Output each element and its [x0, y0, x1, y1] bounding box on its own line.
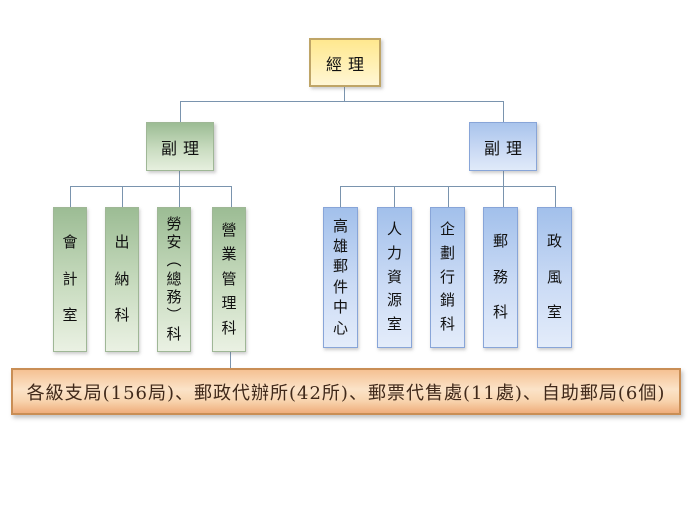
deputy-right-label: 副理 — [483, 138, 528, 158]
dept-label: 高雄郵件中心 — [332, 216, 348, 337]
connector-left-horizontal — [70, 186, 231, 187]
connector-right-drop-5 — [555, 186, 556, 207]
dept-label: 企劃行銷科 — [439, 220, 455, 334]
connector-deputy-right-drop — [503, 101, 504, 122]
manager-label: 經理 — [325, 54, 370, 74]
footer-branches-box: 各級支局(156局)、郵政代辦所(42所)、郵票代售處(11處)、自助郵局(6個… — [11, 368, 681, 415]
dept-cashier-section-box: 出納科 — [105, 207, 139, 352]
deputy-left-box: 副理 — [146, 122, 214, 171]
dept-label: 人力資源室 — [386, 220, 402, 334]
connector-root-stem — [344, 87, 345, 101]
dept-planning-marketing-section-box: 企劃行銷科 — [430, 207, 465, 348]
connector-right-drop-1 — [340, 186, 341, 207]
dept-label: 營業管理科 — [221, 220, 237, 337]
connector-deputy-right-stem — [503, 171, 504, 207]
manager-box: 經理 — [309, 38, 381, 87]
dept-label: 勞安︵總務︶科 — [166, 214, 182, 343]
dept-label: 會計室 — [62, 232, 78, 325]
dept-business-management-section-box: 營業管理科 — [212, 207, 246, 352]
dept-postal-section-box: 郵務科 — [483, 207, 518, 348]
connector-right-drop-3 — [448, 186, 449, 207]
deputy-right-box: 副理 — [469, 122, 537, 171]
connector-footer-stem — [230, 352, 231, 368]
connector-right-horizontal — [340, 186, 555, 187]
dept-human-resources-office-box: 人力資源室 — [377, 207, 412, 348]
dept-kaohsiung-mail-center-box: 高雄郵件中心 — [323, 207, 358, 348]
dept-label: 出納科 — [114, 232, 130, 325]
connector-left-drop-4 — [231, 186, 232, 207]
connector-deputy-left-stem — [179, 171, 180, 207]
connector-left-drop-2 — [122, 186, 123, 207]
dept-ethics-office-box: 政風室 — [537, 207, 572, 348]
dept-label: 政風室 — [546, 231, 562, 322]
connector-deputy-left-drop — [180, 101, 181, 122]
dept-accounting-office-box: 會計室 — [53, 207, 87, 352]
connector-left-drop-1 — [70, 186, 71, 207]
dept-label: 郵務科 — [492, 231, 508, 322]
connector-right-drop-2 — [394, 186, 395, 207]
connector-top-horizontal — [180, 101, 504, 102]
footer-branches-label: 各級支局(156局)、郵政代辦所(42所)、郵票代售處(11處)、自助郵局(6個… — [26, 382, 666, 404]
deputy-left-label: 副理 — [160, 138, 205, 158]
dept-labor-safety-general-affairs-section-box: 勞安︵總務︶科 — [157, 207, 191, 352]
